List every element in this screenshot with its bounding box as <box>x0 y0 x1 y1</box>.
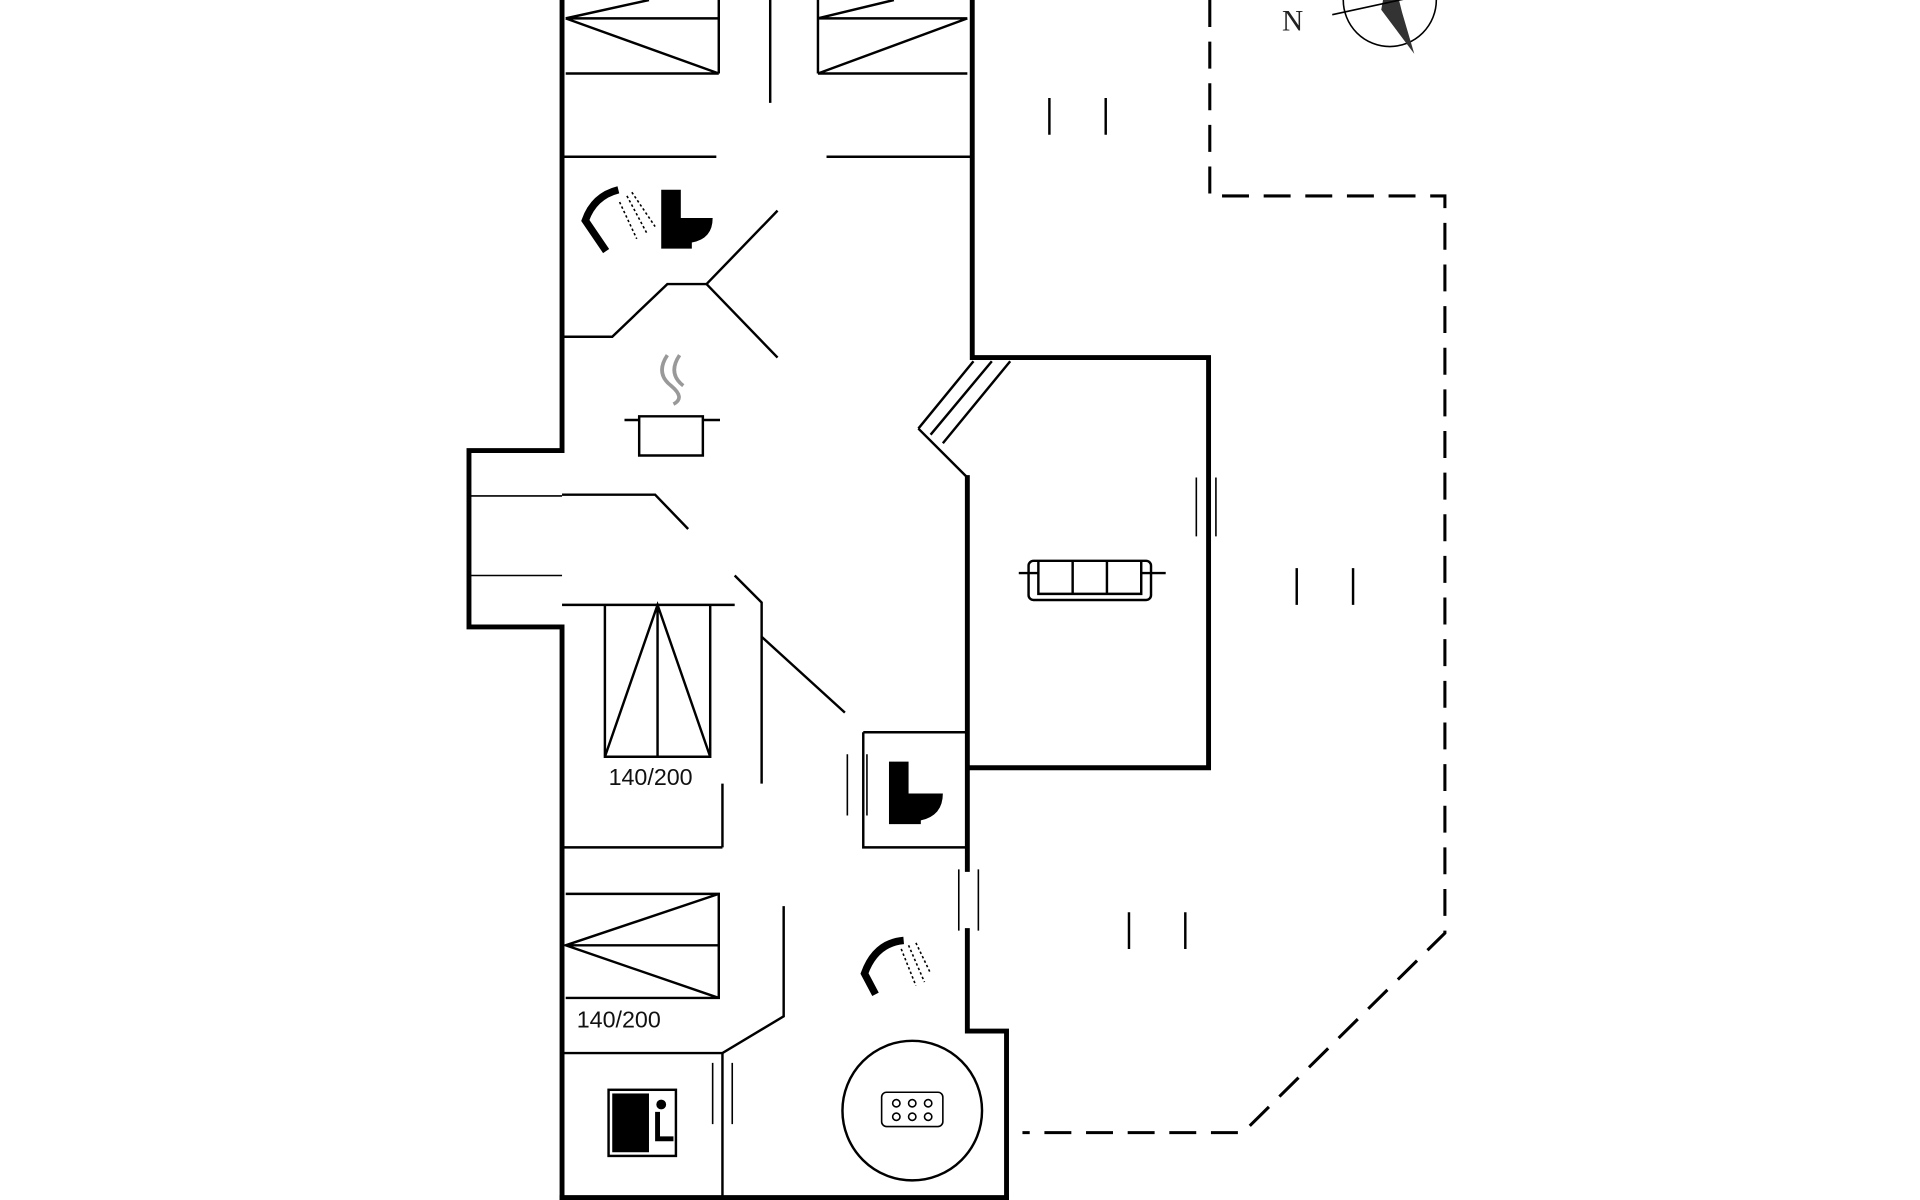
compass-rose-icon <box>1332 0 1438 54</box>
shower-icon <box>581 186 656 254</box>
interior-walls <box>562 0 1012 1198</box>
sauna-icon <box>607 1088 678 1158</box>
windows <box>468 477 1217 1125</box>
north-label: N <box>1282 6 1303 38</box>
hot-tub-icon <box>841 1039 984 1182</box>
sofa-icon <box>1018 559 1166 602</box>
bed-size-label: 140/200 <box>609 764 693 790</box>
shower-icon <box>860 936 932 997</box>
bed-lower <box>561 892 720 1000</box>
cooking-pot-icon <box>624 354 720 457</box>
toilet-icon <box>661 189 713 249</box>
bed-size-label: 140/200 <box>577 1006 661 1032</box>
bed-top-left <box>565 0 720 75</box>
terrace-outline <box>1022 0 1447 1135</box>
toilet-icon <box>888 761 943 825</box>
bed-middle <box>603 601 712 758</box>
bed-top-right <box>816 0 968 75</box>
exterior-walls <box>466 0 1212 1200</box>
terrace-markers <box>1048 97 1355 949</box>
